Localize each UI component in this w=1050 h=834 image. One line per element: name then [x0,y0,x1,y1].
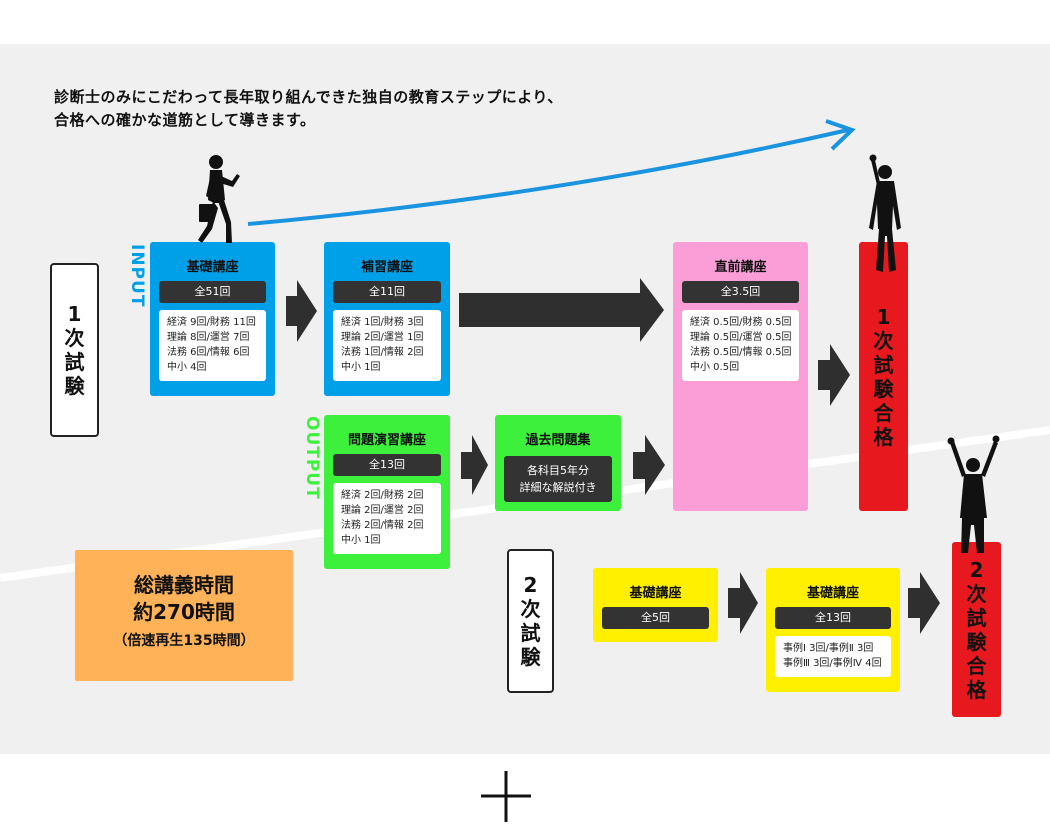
pass2-pillar: 2 次 試 験 合 格 [952,542,1001,717]
course-count: 全13回 [333,454,441,476]
course-title: 過去問題集 [525,433,591,448]
course-count: 全11回 [333,281,441,303]
course-detail: 事例Ⅰ 3回/事例Ⅱ 3回 事例Ⅲ 3回/事例Ⅳ 4回 [775,636,891,677]
input-label: INPUT [127,244,147,308]
course-title: 問題演習講座 [347,433,426,448]
course-count: 全13回 [775,607,891,629]
course-count: 全51回 [159,281,266,303]
course-detail: 経済 1回/財務 3回 理論 2回/運営 1回 法務 1回/情報 2回 中小 1… [333,310,441,381]
total-hours-line2: 約270時間 [133,600,235,624]
intro-line-1: 診断士のみにこだわって長年取り組んできた独自の教育ステップにより、 [54,88,563,106]
course-kako: 過去問題集 各科目5年分 詳細な解説付き [495,415,621,511]
course-title: 基礎講座 [186,260,239,275]
course-chokuzen: 直前講座 全3.5回 経済 0.5回/財務 0.5回 理論 0.5回/運営 0.… [673,242,808,511]
stage1-label: 1 次 試 験 [50,263,99,437]
course-detail: 経済 2回/財務 2回 理論 2回/運営 2回 法務 2回/情報 2回 中小 1… [333,483,441,554]
intro-text: 診断士のみにこだわって長年取り組んできた独自の教育ステップにより、 合格への確か… [54,86,563,132]
course-enshu: 問題演習講座 全13回 経済 2回/財務 2回 理論 2回/運営 2回 法務 2… [324,415,450,569]
course-title: 補習講座 [360,260,413,275]
course-detail: 経済 9回/財務 11回 理論 8回/運営 7回 法務 6回/情報 6回 中小 … [159,310,266,381]
output-label: OUTPUT [302,416,322,500]
course-title: 基礎講座 [629,586,682,601]
course-detail: 経済 0.5回/財務 0.5回 理論 0.5回/運営 0.5回 法務 0.5回/… [682,310,799,381]
course-count: 全5回 [602,607,709,629]
course-title: 直前講座 [714,260,767,275]
plus-icon [481,771,531,822]
pass1-pillar: 1 次 試 験 合 格 [859,242,908,511]
stage2-label: 2 次 試 験 [507,549,554,693]
total-hours-line3: （倍速再生135時間） [113,633,255,649]
course-hoshu: 補習講座 全11回 経済 1回/財務 3回 理論 2回/運営 1回 法務 1回/… [324,242,450,396]
course-kiso: 基礎講座 全51回 経済 9回/財務 11回 理論 8回/運営 7回 法務 6回… [150,242,275,396]
course-title: 基礎講座 [806,586,859,601]
total-hours-line1: 総講義時間 [134,573,234,597]
course-count: 全3.5回 [682,281,799,303]
course-kiso2-case: 基礎講座 全13回 事例Ⅰ 3回/事例Ⅱ 3回 事例Ⅲ 3回/事例Ⅳ 4回 [766,568,900,692]
course-kiso2-basic: 基礎講座 全5回 [593,568,718,642]
intro-line-2: 合格への確かな道筋として導きます。 [54,111,316,129]
course-note: 各科目5年分 詳細な解説付き [504,456,612,502]
total-hours-box: 総講義時間 約270時間 （倍速再生135時間） [75,550,293,681]
